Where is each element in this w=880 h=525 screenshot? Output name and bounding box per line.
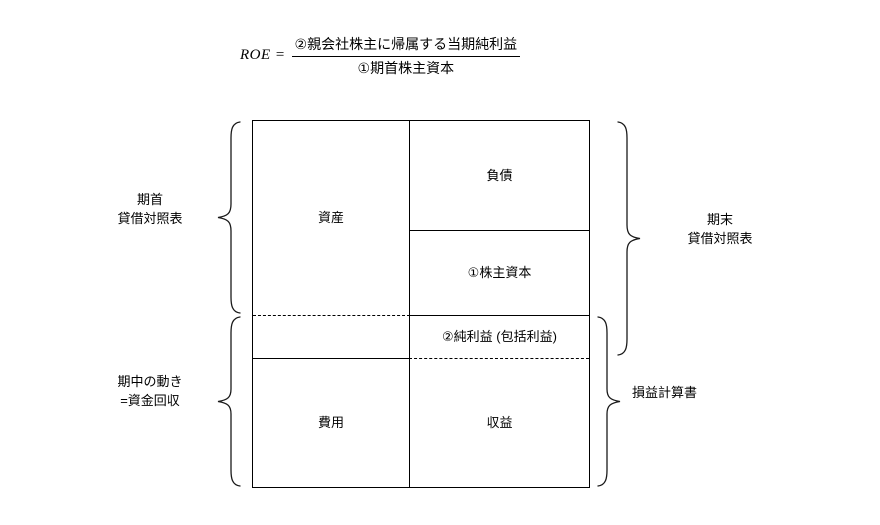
cell-expenses: 費用 (253, 358, 409, 487)
cell-net-income-label: ②純利益 (包括利益) (442, 328, 557, 344)
roe-formula: ROE = ②親会社株主に帰属する当期純利益 ①期首株主資本 (240, 28, 580, 84)
label-income-statement: 損益計算書 (632, 383, 752, 402)
roe-fraction: ②親会社株主に帰属する当期純利益 ①期首株主資本 (291, 35, 521, 78)
cell-revenue-label: 収益 (486, 414, 513, 430)
label-opening-balance-sheet: 期首 貸借対照表 (90, 190, 210, 228)
cell-shareholders-equity-label: ①株主資本 (467, 264, 532, 280)
cell-assets: 資産 (253, 121, 409, 315)
label-period-movement-line1: 期中の動き (117, 374, 183, 389)
period-start-dashed-divider-left (253, 315, 410, 316)
brace-left-period-movement (216, 315, 242, 488)
liabilities-equity-divider (409, 230, 589, 231)
label-closing-balance-sheet-line2: 貸借対照表 (687, 231, 753, 246)
brace-right-income-statement (596, 315, 622, 488)
balance-sheet-diagram: 資産 負債 ①株主資本 ②純利益 (包括利益) 費用 収益 (252, 120, 590, 488)
vertical-divider (409, 121, 410, 487)
fraction-bar-icon (291, 55, 521, 57)
brace-right-closing-balance-sheet (616, 120, 642, 358)
label-opening-balance-sheet-line2: 貸借対照表 (117, 211, 183, 226)
brace-left-opening-balance-sheet (216, 120, 242, 315)
cell-liabilities: 負債 (410, 121, 589, 230)
cell-revenue: 収益 (410, 358, 589, 487)
cell-expenses-label: 費用 (317, 414, 344, 430)
roe-numerator: ②親会社株主に帰属する当期純利益 (294, 35, 518, 52)
label-period-movement-line2: =資金回収 (120, 393, 180, 408)
expenses-top-divider-left (253, 358, 410, 359)
netincome-revenue-dashed-divider-right (409, 358, 589, 359)
cell-liabilities-label: 負債 (486, 167, 513, 183)
label-closing-balance-sheet-line1: 期末 (706, 212, 733, 227)
label-period-movement: 期中の動き =資金回収 (90, 372, 210, 410)
label-closing-balance-sheet: 期末 貸借対照表 (660, 210, 780, 248)
cell-net-income: ②純利益 (包括利益) (410, 315, 589, 358)
label-income-statement-text: 損益計算書 (632, 385, 698, 400)
roe-denominator: ①期首株主資本 (357, 59, 455, 76)
equity-netincome-divider-right (409, 315, 589, 316)
roe-formula-lhs: ROE = (240, 46, 286, 63)
cell-shareholders-equity: ①株主資本 (410, 230, 589, 315)
cell-assets-label: 資産 (317, 210, 344, 225)
label-opening-balance-sheet-line1: 期首 (136, 192, 163, 207)
